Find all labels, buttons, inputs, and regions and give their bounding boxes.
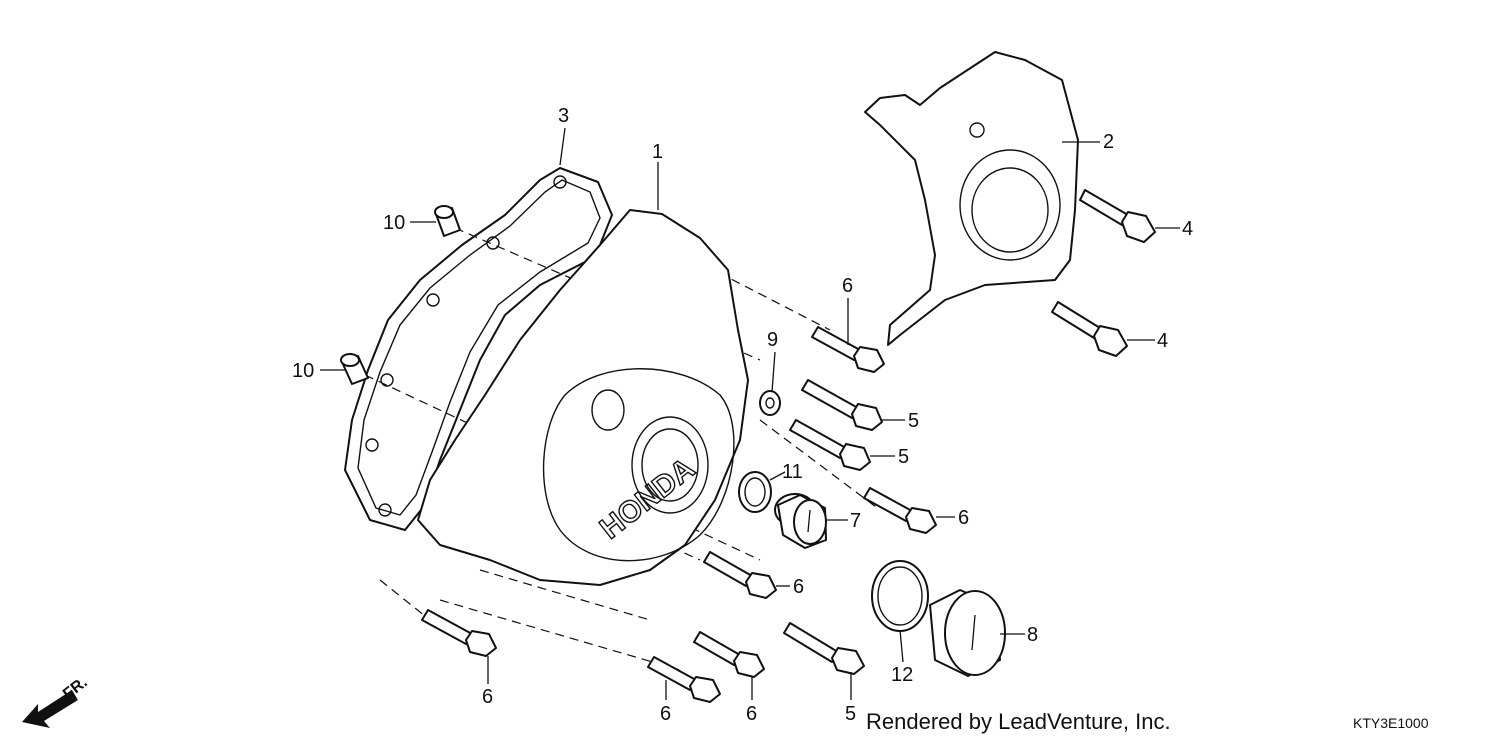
callout-9: 9: [767, 329, 778, 351]
bolt-6-e: [647, 656, 721, 703]
front-arrow: FR.: [22, 674, 91, 728]
callout-10-lower: 10: [292, 360, 314, 382]
o-ring-12-inner: [877, 566, 923, 626]
bolt-5-c: [783, 622, 865, 675]
cap-8: [929, 589, 1006, 677]
callout-6-f: 6: [482, 686, 493, 708]
callout-11: 11: [782, 461, 803, 483]
sprocket-cover: [864, 51, 1079, 346]
callout-6-c: 6: [793, 576, 804, 598]
bolts: [421, 189, 1156, 703]
dowel-pin-lower: [340, 353, 369, 385]
gasket-bolt-holes: [365, 175, 567, 517]
sprocket-cover-window: [959, 149, 1061, 261]
diagram-code: KTY3E1000: [1353, 715, 1429, 731]
callouts: 1 2 3 4 4 6 9 5 5 11 6 7 6 8 12 10 10 6 …: [292, 105, 1193, 725]
sprocket-cover-window-inner: [971, 167, 1049, 253]
washer-9-hole: [765, 397, 775, 409]
callout-4-lower: 4: [1157, 330, 1168, 352]
callout-6-d: 6: [746, 703, 757, 725]
sprocket-cover-hole: [969, 122, 985, 138]
cover-center-hole: [631, 416, 709, 514]
callout-6-b: 6: [958, 507, 969, 529]
callout-8: 8: [1027, 624, 1038, 646]
callout-4-upper: 4: [1182, 218, 1193, 240]
cover-boss-outline: [542, 368, 735, 562]
bolt-4-upper: [1079, 189, 1156, 243]
bolt-6-c: [703, 551, 777, 599]
bolt-5-a: [801, 379, 883, 431]
bolt-5-b: [789, 419, 871, 471]
bolt-6-a: [811, 326, 885, 373]
gasket-inner: [357, 179, 601, 516]
cover-center-hole-thread: [641, 428, 699, 502]
cap-7: [774, 493, 827, 549]
callout-7: 7: [850, 510, 861, 532]
bolt-6-b: [863, 487, 937, 534]
cover-small-hole: [591, 389, 625, 431]
callout-6-e: 6: [660, 703, 671, 725]
callout-2: 2: [1103, 131, 1114, 153]
bolt-6-f: [421, 609, 497, 657]
callout-1: 1: [652, 141, 663, 163]
washer-9: [759, 390, 781, 416]
callout-6-a: 6: [842, 275, 853, 297]
o-ring-11: [738, 471, 772, 513]
crankcase-cover: [417, 209, 749, 586]
callout-12: 12: [891, 664, 913, 686]
callout-3: 3: [558, 105, 569, 127]
o-ring-11-inner: [744, 477, 766, 507]
bolt-4-lower: [1051, 301, 1128, 357]
leader-lines: [320, 127, 1180, 700]
bolt-6-d: [693, 631, 765, 678]
callout-5-c: 5: [845, 703, 856, 725]
front-arrow-icon: [22, 690, 78, 728]
callout-5-a: 5: [908, 410, 919, 432]
callout-10-upper: 10: [383, 212, 405, 234]
o-ring-12: [871, 560, 929, 632]
credit-text: Rendered by LeadVenture, Inc.: [866, 709, 1171, 734]
dowel-pin-upper: [434, 205, 461, 237]
callout-5-b: 5: [898, 446, 909, 468]
